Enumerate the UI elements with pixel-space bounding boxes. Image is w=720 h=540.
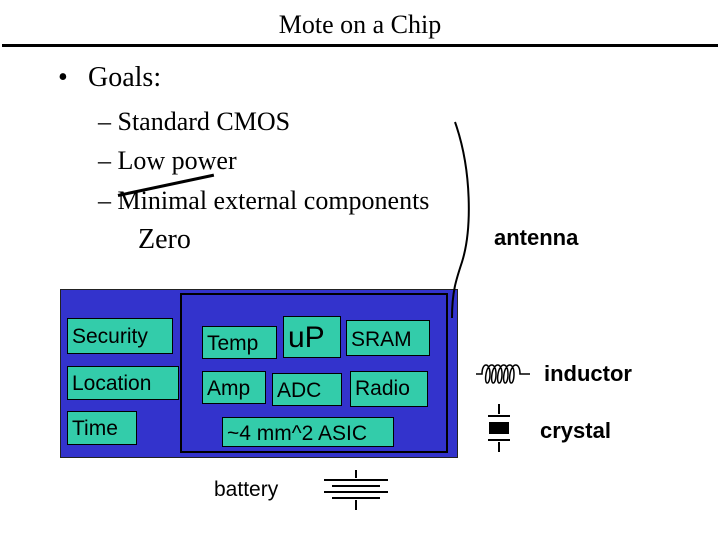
goal-item: – Standard CMOS (98, 107, 291, 136)
microprocessor-block: uP (283, 316, 341, 358)
crystal-symbol-icon (488, 404, 510, 452)
time-block: Time (67, 411, 137, 445)
asic-label: ~4 mm^2 ASIC (222, 417, 394, 447)
battery-label: battery (214, 478, 279, 501)
antenna-label: antenna (494, 225, 579, 250)
title-divider (2, 44, 718, 47)
replacement-word: Zero (138, 224, 191, 255)
adc-block: ADC (272, 373, 342, 406)
goal-item: – Minimal external components (98, 186, 430, 215)
radio-block: Radio (350, 371, 428, 407)
goal-item: – Low power (98, 146, 237, 175)
bullet-dot-icon: • (58, 62, 68, 93)
amp-block: Amp (202, 371, 266, 404)
location-block: Location (67, 366, 179, 400)
inductor-label: inductor (544, 361, 632, 386)
crystal-label: crystal (540, 418, 611, 443)
sram-block: SRAM (346, 320, 430, 356)
goals-heading: Goals: (88, 62, 162, 93)
security-block: Security (67, 318, 173, 354)
battery-symbol-icon (324, 470, 388, 510)
inductor-coil-icon (476, 364, 530, 384)
temp-block: Temp (202, 326, 277, 359)
slide-title: Mote on a Chip (278, 10, 442, 39)
